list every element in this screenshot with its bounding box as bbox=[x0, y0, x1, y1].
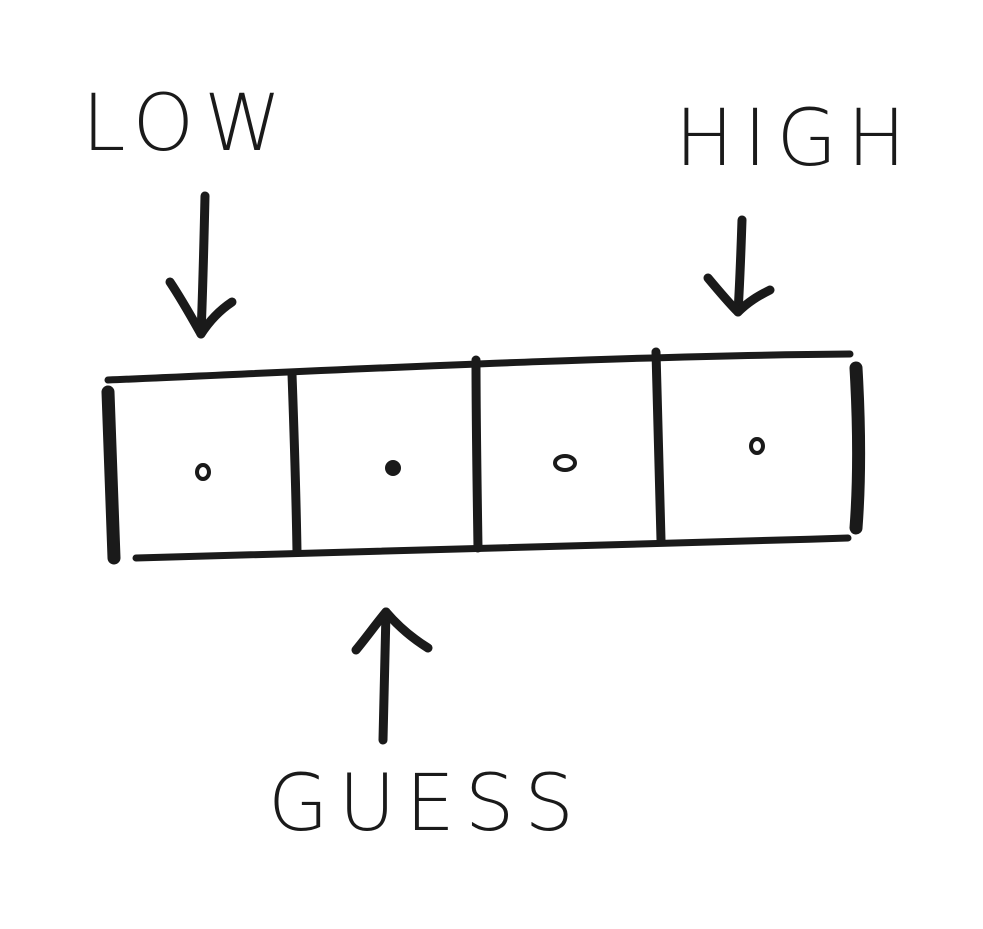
array-right-border bbox=[849, 361, 866, 535]
low-label: LOW bbox=[82, 79, 291, 169]
cell-mark-icon bbox=[385, 460, 401, 476]
array-top-border bbox=[104, 350, 854, 384]
low-arrow-icon bbox=[165, 191, 237, 339]
high-arrow-icon bbox=[703, 215, 775, 317]
array-box bbox=[101, 347, 866, 565]
cell-divider bbox=[287, 369, 302, 557]
cell-mark-icon bbox=[553, 454, 577, 472]
high-label: HIGH bbox=[675, 94, 916, 184]
array-cell bbox=[195, 463, 211, 481]
array-bottom-border bbox=[132, 534, 852, 562]
cell-mark-icon bbox=[195, 463, 211, 481]
cell-divider bbox=[651, 347, 666, 545]
cell-divider bbox=[471, 355, 483, 553]
guess-arrow-icon bbox=[351, 607, 433, 745]
array-left-border bbox=[101, 385, 121, 565]
guess-label: GUESS bbox=[268, 759, 584, 849]
array-cell bbox=[553, 454, 577, 472]
array-cell bbox=[385, 460, 401, 476]
array-cell bbox=[749, 437, 765, 455]
cell-mark-icon bbox=[749, 437, 765, 455]
